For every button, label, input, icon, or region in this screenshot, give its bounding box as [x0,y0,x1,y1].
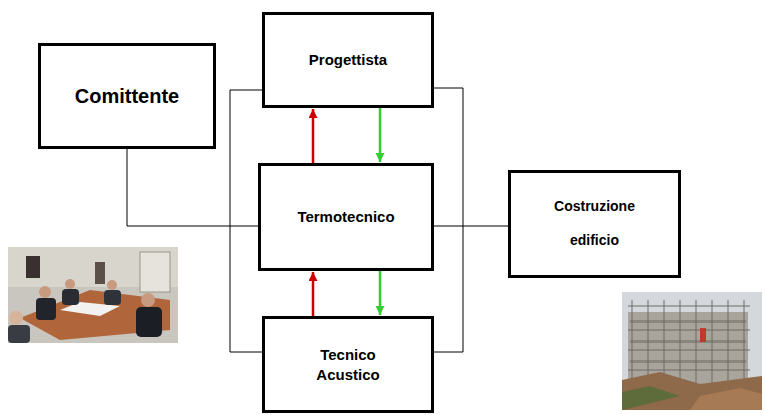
node-label: Comittente [75,84,179,108]
connector-line [434,88,463,352]
photo-floor [630,360,746,363]
construction-box: Costruzione edificio [508,170,681,278]
connector-line [434,226,508,227]
thermal-engineer-box: Termotecnico [258,163,434,271]
node-label: Progettista [309,51,387,69]
connector-line [379,271,382,315]
photo-detail [700,328,706,342]
client-box: Comittente [38,43,216,149]
photo-person [36,298,56,320]
photo-person [136,307,162,337]
node-label: Costruzione edificio [540,190,650,257]
connector-line [312,109,315,163]
photo-person [104,290,121,305]
photo-person [141,293,155,307]
photo-sky [622,292,762,410]
photo-frame [26,256,40,278]
node-label: Termotecnico [297,208,394,226]
meeting-photo [8,247,178,343]
photo-window [140,252,170,292]
photo-ground [622,372,762,410]
photo-person [65,279,75,289]
photo-person [107,280,117,290]
building-photo [622,292,762,410]
photo-person [8,325,30,343]
photo-floor [630,320,746,323]
acoustic-engineer-box: Tecnico Acustico [262,316,434,413]
connector-line [379,108,382,162]
node-label: Tecnico Acustico [303,345,393,384]
photo-dirt [690,388,762,410]
photo-wall [8,247,178,343]
photo-scaffolding [628,300,750,388]
connector-line [312,272,315,316]
photo-table [20,290,170,340]
photo-shrubs [622,386,680,410]
photo-building [628,312,748,384]
photo-person [62,289,79,305]
photo-person [9,311,23,325]
photo-floor [630,340,746,343]
connector-line [127,149,258,226]
designer-box: Progettista [262,12,434,108]
photo-person [39,286,51,298]
photo-shelf [95,262,105,284]
